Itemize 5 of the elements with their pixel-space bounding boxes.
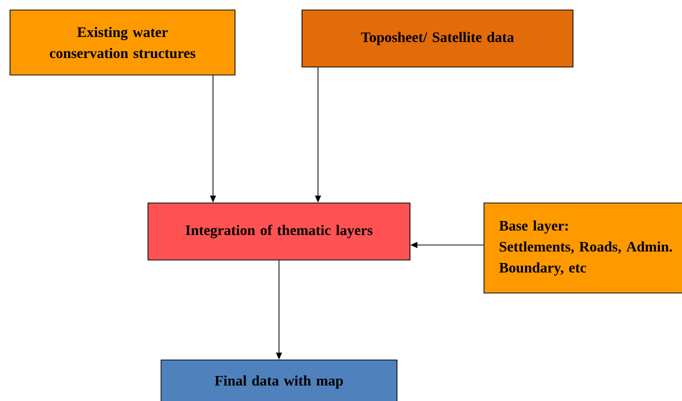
input-box: Base layer: Settlements, Roads, Admin. Boundary, etc — [484, 202, 682, 294]
source-box: Existing water conservation structures — [10, 10, 236, 76]
source-box: Toposheet/ Satellite data — [302, 10, 574, 68]
process-box: Integration of thematic layers — [148, 202, 410, 260]
output-box: Final data with map — [160, 360, 398, 401]
